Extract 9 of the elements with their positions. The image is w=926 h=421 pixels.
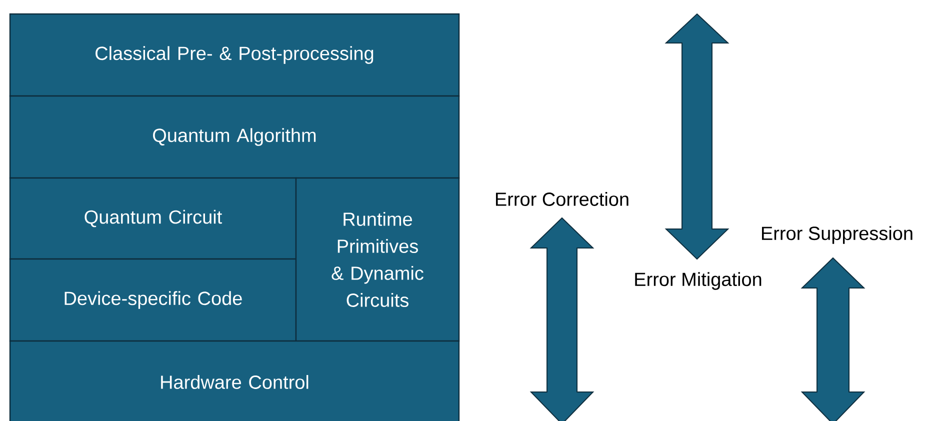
layer-box: Device-specific Code: [9, 258, 297, 342]
layer-box: Quantum Algorithm: [9, 95, 460, 179]
arrow-label: Error Mitigation: [635, 272, 762, 290]
layer-box: Hardware Control: [9, 340, 460, 421]
layer-box: Quantum Circuit: [9, 177, 297, 260]
layer-box: Classical Pre- & Post-processing: [9, 13, 460, 97]
layer-box: Runtime Primitives & Dynamic Circuits: [295, 177, 460, 342]
arrow-label: Error Suppression: [762, 226, 912, 244]
arrow-label: Error Correction: [496, 192, 628, 206]
